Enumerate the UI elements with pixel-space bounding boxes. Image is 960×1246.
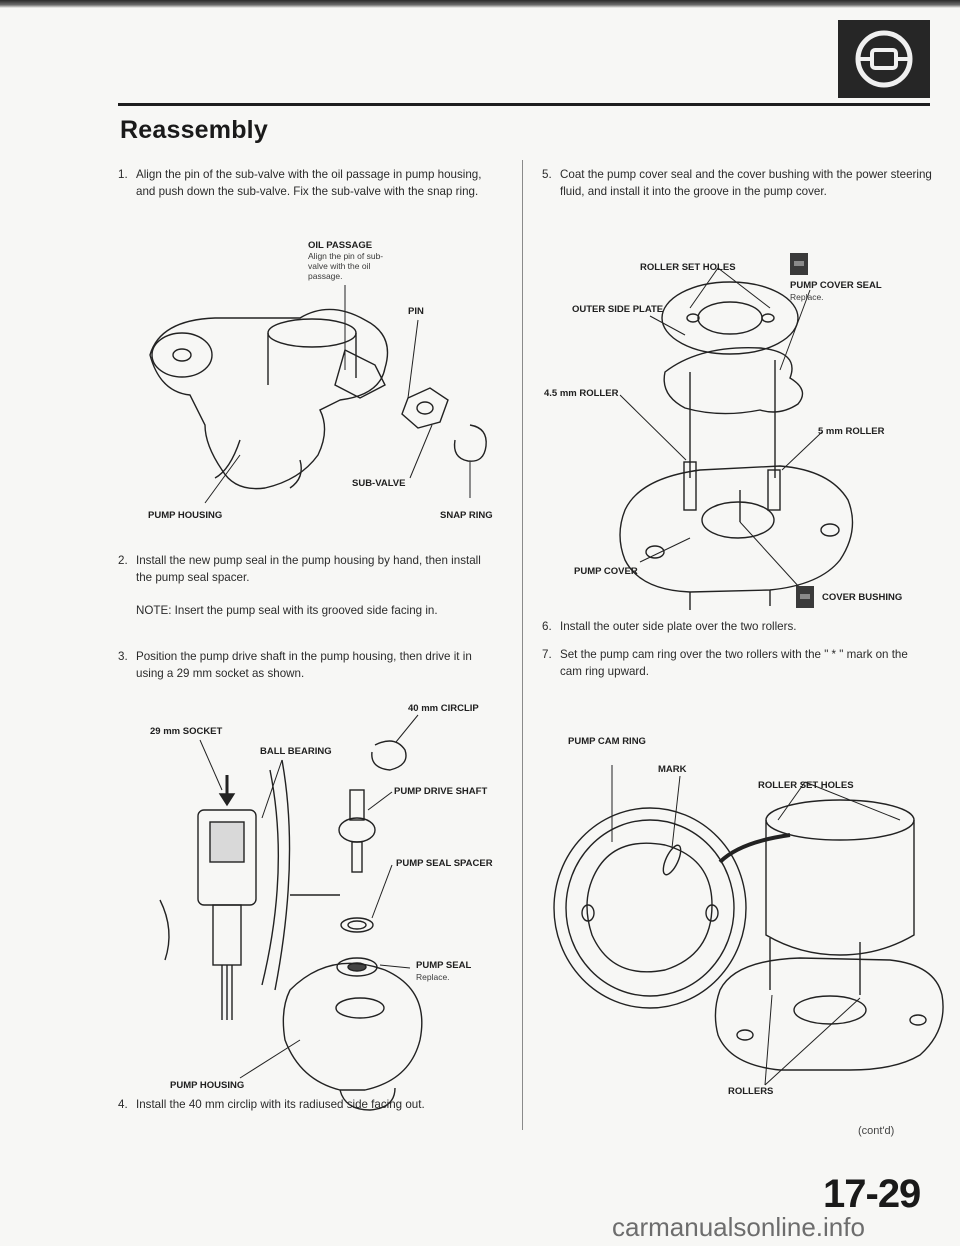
label-replace: Replace. <box>790 292 824 302</box>
label-socket: 29 mm SOCKET <box>150 726 223 737</box>
step-text: Install the 40 mm circlip with its radiu… <box>136 1098 425 1111</box>
label-roller-set-holes: ROLLER SET HOLES <box>640 262 736 273</box>
step-text: Position the pump drive shaft in the pum… <box>136 650 472 680</box>
step-number: 6. <box>542 620 552 633</box>
step-number: 2. <box>118 554 128 567</box>
label-replace: Replace. <box>416 972 450 982</box>
power-steering-fluid-icon <box>796 586 814 608</box>
step-number: 5. <box>542 168 552 181</box>
label-cover-seal: PUMP COVER SEAL <box>790 280 882 291</box>
label-sub-valve: SUB-VALVE <box>352 478 406 489</box>
step-text: Install the new pump seal in the pump ho… <box>136 554 481 584</box>
header-rule <box>118 103 930 106</box>
step-number: 3. <box>118 650 128 663</box>
label-pump-housing-2: PUMP HOUSING <box>170 1080 245 1091</box>
steering-wheel-icon <box>838 20 930 98</box>
top-scan-band <box>0 0 960 8</box>
step-text: Set the pump cam ring over the two rolle… <box>560 648 908 678</box>
label-roller-5: 5 mm ROLLER <box>818 426 885 437</box>
continued-note: (cont'd) <box>858 1125 895 1137</box>
label-snap-ring: SNAP RING <box>440 510 493 521</box>
label-oil-passage-note: Align the pin of sub-valve with the oil … <box>308 251 384 281</box>
label-pin: PIN <box>408 306 424 317</box>
step-text: Install the outer side plate over the tw… <box>560 620 797 633</box>
step-number: 7. <box>542 648 552 661</box>
label-drive-shaft: PUMP DRIVE SHAFT <box>394 786 488 797</box>
label-mark: MARK <box>658 764 687 775</box>
watermark: carmanualsonline.info <box>612 1212 865 1242</box>
section-title: Reassembly <box>120 116 268 144</box>
label-pump-cover: PUMP COVER <box>574 566 638 577</box>
label-oil-passage: OIL PASSAGE <box>308 240 373 251</box>
label-roller-set-holes-2: ROLLER SET HOLES <box>758 780 854 791</box>
power-steering-fluid-icon <box>790 253 808 275</box>
step-number: 4. <box>118 1098 128 1111</box>
column-divider <box>522 160 523 1130</box>
note-text: NOTE: Insert the pump seal with its groo… <box>136 604 438 617</box>
label-roller-45: 4.5 mm ROLLER <box>544 388 619 399</box>
label-outer-side-plate: OUTER SIDE PLATE <box>572 304 664 315</box>
label-rollers: ROLLERS <box>728 1086 774 1097</box>
step-number: 1. <box>118 168 128 181</box>
step-text: Align the pin of the sub-valve with the … <box>136 168 482 198</box>
label-cover-bushing: COVER BUSHING <box>822 592 903 603</box>
label-cam-ring: PUMP CAM RING <box>568 736 646 747</box>
page-number: 17-29 <box>823 1172 921 1216</box>
label-ball-bearing: BALL BEARING <box>260 746 332 757</box>
step-text: Coat the pump cover seal and the cover b… <box>560 168 932 198</box>
label-pump-seal: PUMP SEAL <box>416 960 472 971</box>
label-pump-housing: PUMP HOUSING <box>148 510 223 521</box>
label-circlip: 40 mm CIRCLIP <box>408 703 479 714</box>
label-seal-spacer: PUMP SEAL SPACER <box>396 858 493 869</box>
